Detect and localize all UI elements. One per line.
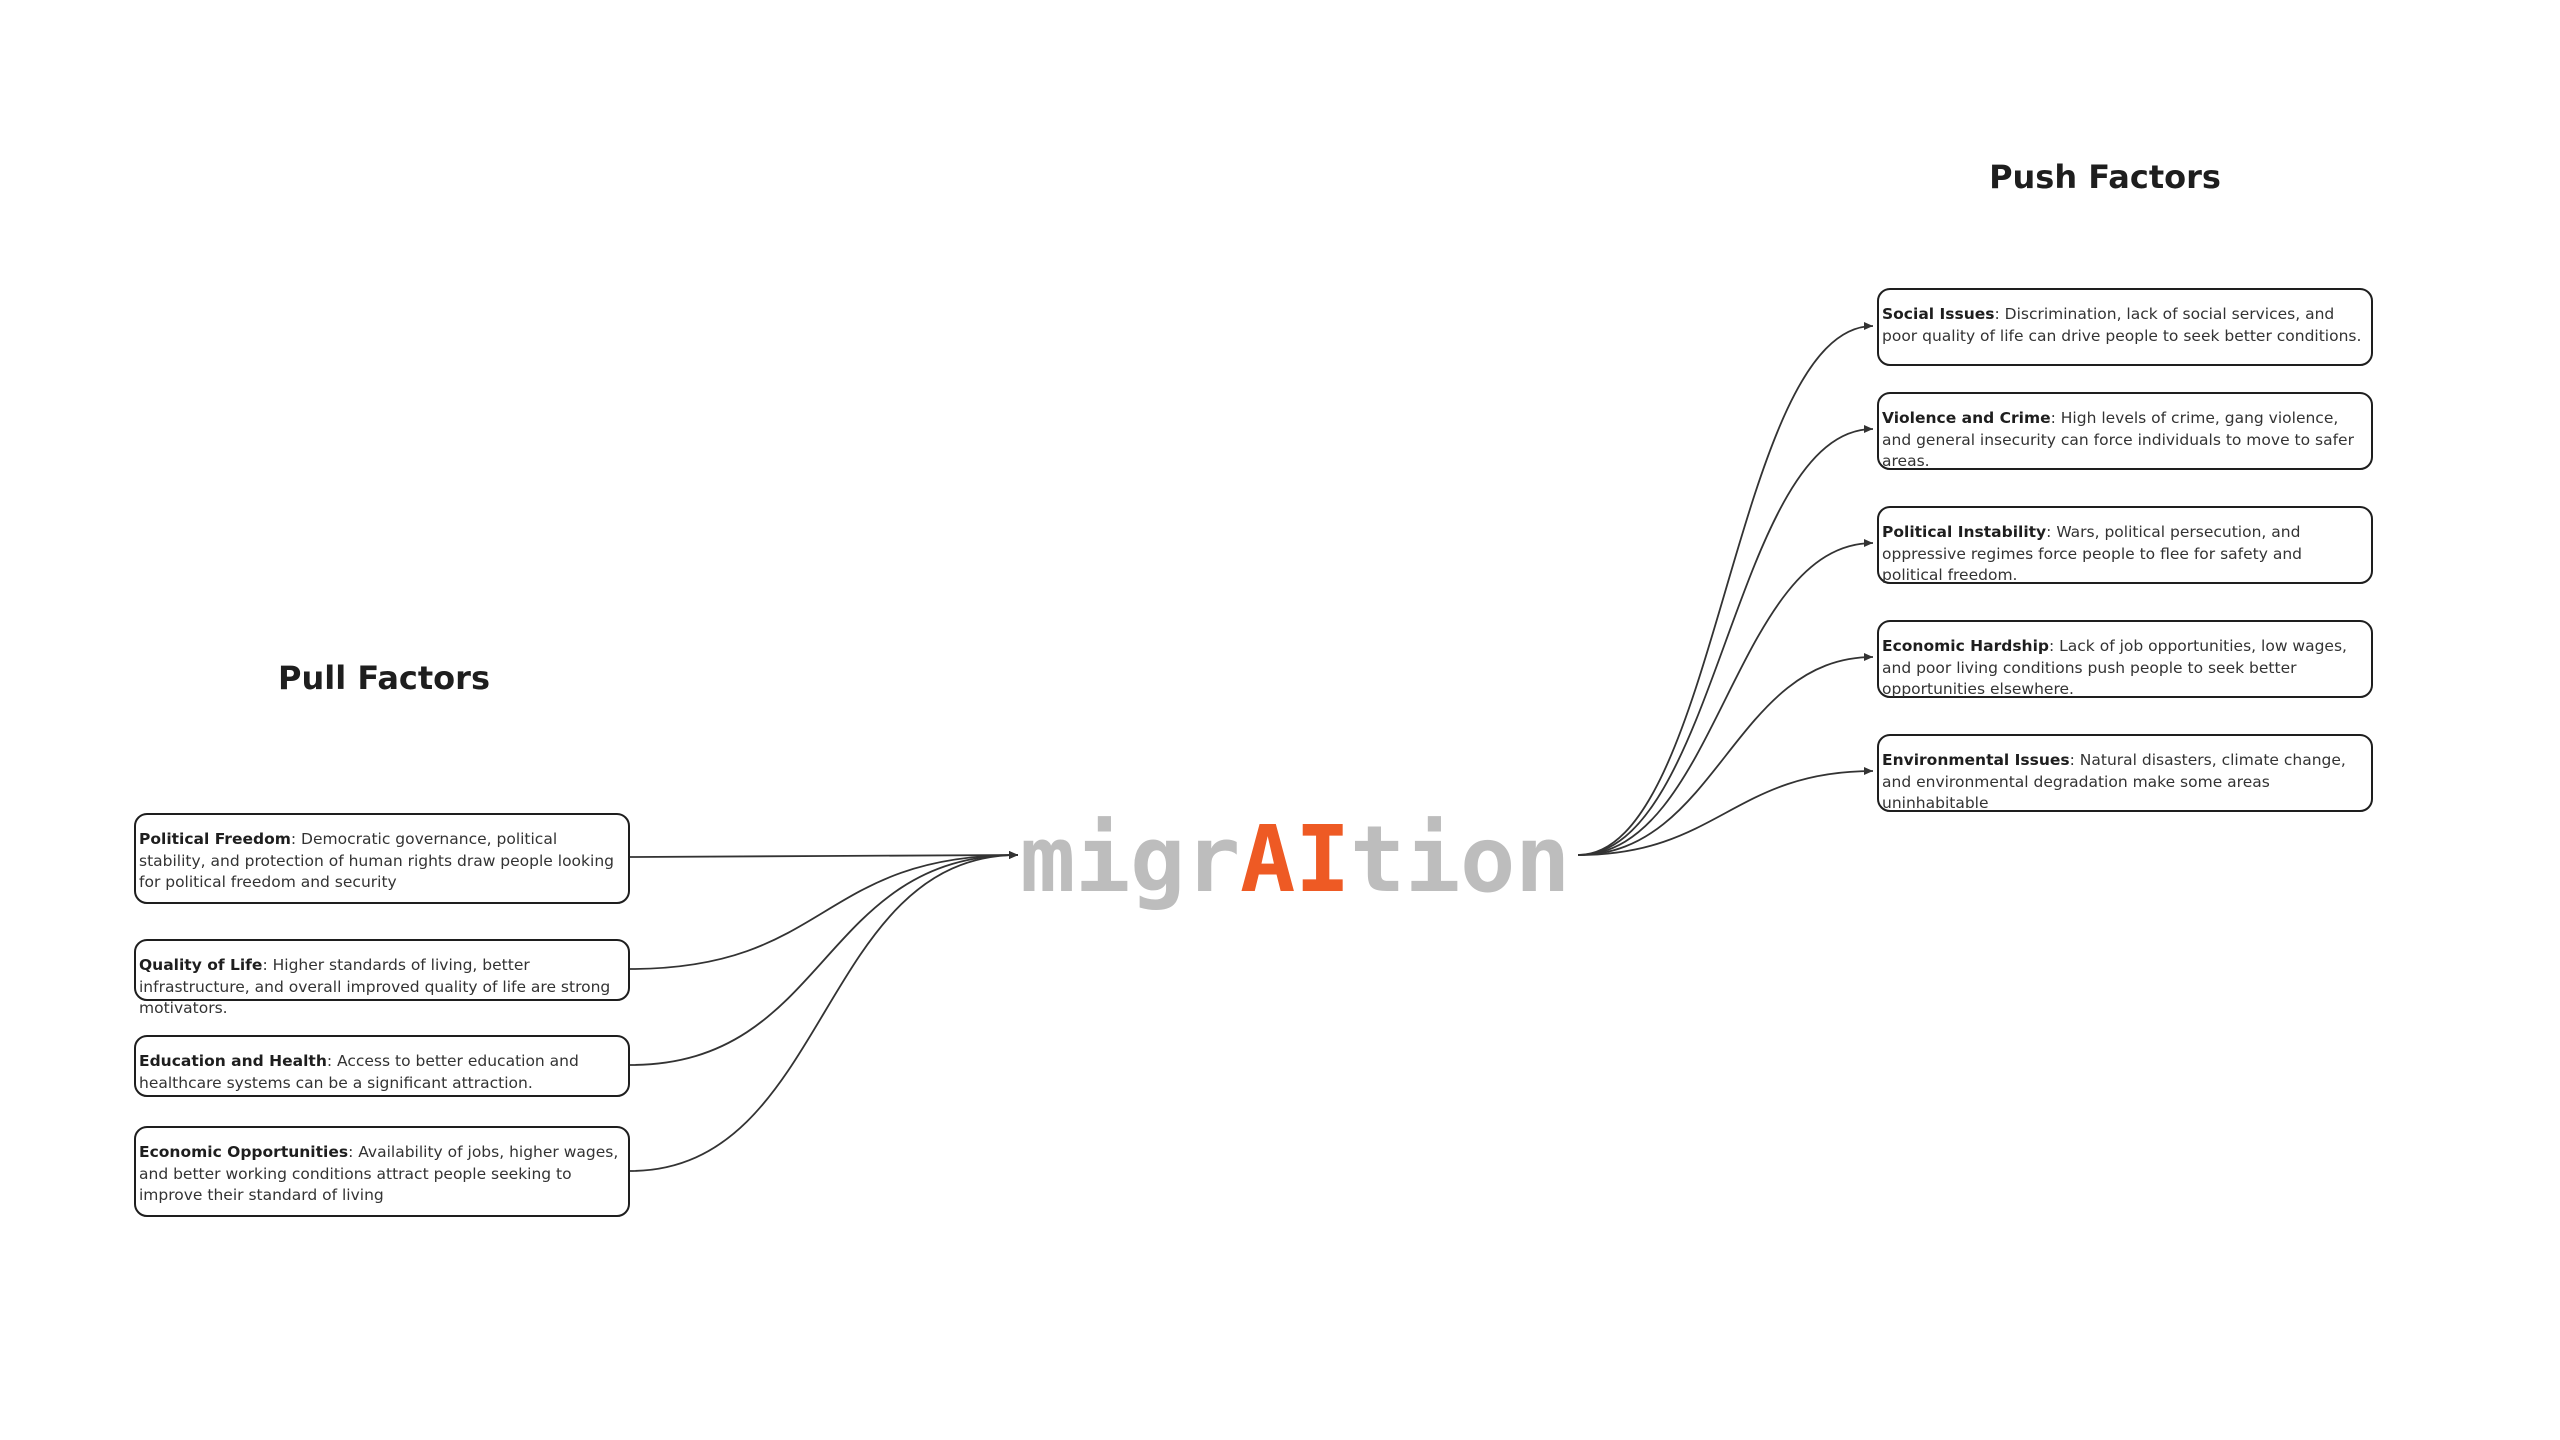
factor-name: Social Issues: [1882, 305, 1995, 323]
title-letter-g: g: [1130, 806, 1186, 913]
factor-description: : Natural disasters, climate change, and…: [1882, 751, 2346, 812]
push-connector-1: [1577, 425, 1874, 856]
pull-factor-economic-opportunities[interactable]: Economic Opportunities: Availability of …: [134, 1126, 630, 1217]
push-connector-0: [1577, 322, 1874, 856]
factor-description: : Lack of job opportunities, low wages, …: [1882, 637, 2347, 698]
factor-name: Environmental Issues: [1882, 751, 2070, 769]
title-letter-t: t: [1350, 806, 1406, 913]
title-letter-m: m: [1020, 806, 1076, 913]
pull-factor-quality-of-life[interactable]: Quality of Life: Higher standards of liv…: [134, 939, 630, 1017]
factor-description: : Access to better education and healthc…: [139, 1052, 579, 1092]
pull-factor-education-and-health[interactable]: Education and Health: Access to better e…: [134, 1035, 630, 1097]
title-letter-n: n: [1515, 806, 1571, 913]
pull-connector-1: [629, 851, 1019, 970]
factor-description: : Discrimination, lack of social service…: [1882, 305, 2362, 345]
title-letter-r: r: [1185, 806, 1241, 913]
factor-name: Quality of Life: [139, 956, 263, 974]
factor-description: : Democratic governance, political stabi…: [139, 830, 614, 891]
pull-connector-2: [629, 851, 1019, 1066]
push-factors-heading: Push Factors: [1989, 158, 2221, 196]
factor-name: Economic Opportunities: [139, 1143, 349, 1161]
push-factor-environmental-issues[interactable]: Environmental Issues: Natural disasters,…: [1877, 734, 2373, 812]
factor-description: : Wars, political persecution, and oppre…: [1882, 523, 2302, 584]
push-factor-social-issues[interactable]: Social Issues: Discrimination, lack of s…: [1877, 288, 2373, 366]
push-connector-3: [1577, 653, 1874, 856]
factor-name: Political Instability: [1882, 523, 2047, 541]
push-factor-violence-and-crime[interactable]: Violence and Crime: High levels of crime…: [1877, 392, 2373, 470]
push-factor-economic-hardship[interactable]: Economic Hardship: Lack of job opportuni…: [1877, 620, 2373, 698]
pull-connector-3: [629, 851, 1019, 1172]
title-letter-a-accent: A: [1240, 806, 1296, 913]
title-letter-o: o: [1460, 806, 1516, 913]
central-title-migraition[interactable]: m i g r A I t i o n: [1020, 806, 1570, 913]
push-connector-2: [1577, 539, 1874, 856]
push-connector-4: [1577, 767, 1874, 856]
push-factor-political-instability[interactable]: Political Instability: Wars, political p…: [1877, 506, 2373, 584]
factor-description: : Availability of jobs, higher wages, an…: [139, 1143, 619, 1204]
factor-name: Education and Health: [139, 1052, 327, 1070]
factor-name: Violence and Crime: [1882, 409, 2051, 427]
title-letter-i2: i: [1405, 806, 1461, 913]
factor-name: Economic Hardship: [1882, 637, 2049, 655]
pull-connector-0: [629, 851, 1019, 860]
title-letter-i-accent: I: [1295, 806, 1351, 913]
pull-factors-heading: Pull Factors: [278, 659, 490, 697]
title-letter-i: i: [1075, 806, 1131, 913]
factor-name: Political Freedom: [139, 830, 291, 848]
factor-description: : Higher standards of living, better inf…: [139, 956, 611, 1017]
factor-description: : High levels of crime, gang violence, a…: [1882, 409, 2354, 470]
pull-factor-political-freedom[interactable]: Political Freedom: Democratic governance…: [134, 813, 630, 904]
